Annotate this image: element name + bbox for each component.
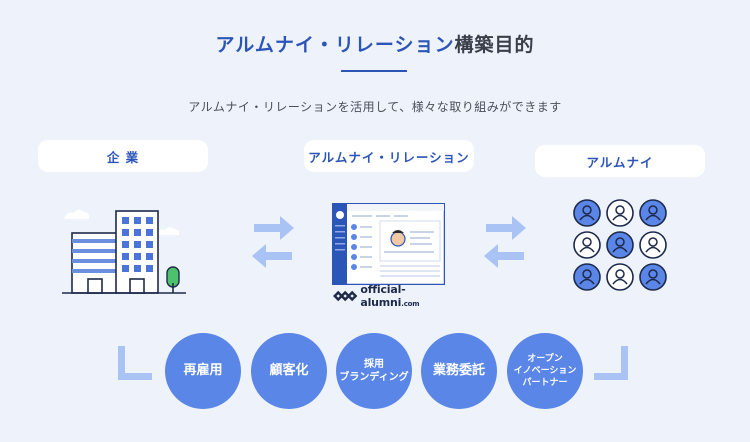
purpose-label: 再雇用 [183, 363, 223, 379]
title-accent: アルムナイ・リレーション [215, 34, 455, 56]
purpose-open-innovation: オープン イノベーション パートナー [507, 333, 583, 409]
exchange-arrows-right-icon [484, 216, 526, 268]
purpose-customer: 顧客化 [251, 333, 327, 409]
bracket-left-icon [118, 346, 152, 380]
exchange-arrows-left-icon [252, 216, 294, 268]
brand-name: official-alumni [360, 283, 406, 309]
purpose-label: オープン イノベーション パートナー [513, 353, 577, 389]
app-screenshot-image [332, 203, 445, 285]
purpose-label: 業務委託 [432, 363, 485, 379]
relation-label: アルムナイ・リレーション [304, 140, 474, 172]
purpose-rehire: 再雇用 [165, 333, 241, 409]
purpose-outsourcing: 業務委託 [421, 333, 497, 409]
page-title: アルムナイ・リレーション構築目的 [0, 30, 750, 57]
brand-tld: .com [401, 300, 420, 308]
purpose-recruit-branding: 採用 ブランディング [336, 333, 412, 409]
title-rest: 構築目的 [454, 34, 535, 56]
alumni-people-grid-icon [573, 199, 667, 291]
brand-mark-icon [333, 290, 358, 302]
subtitle: アルムナイ・リレーションを活用して、様々な取り組みができます [188, 100, 562, 114]
bracket-right-icon [594, 346, 628, 380]
purpose-label: 採用 ブランディング [339, 358, 409, 384]
company-building-icon [62, 209, 186, 294]
alumni-label: アルムナイ [535, 145, 705, 177]
purpose-label: 顧客化 [269, 363, 309, 379]
title-underline [341, 70, 407, 72]
brand-logo: official-alumni.com [333, 283, 451, 309]
company-label: 企 業 [38, 140, 208, 172]
